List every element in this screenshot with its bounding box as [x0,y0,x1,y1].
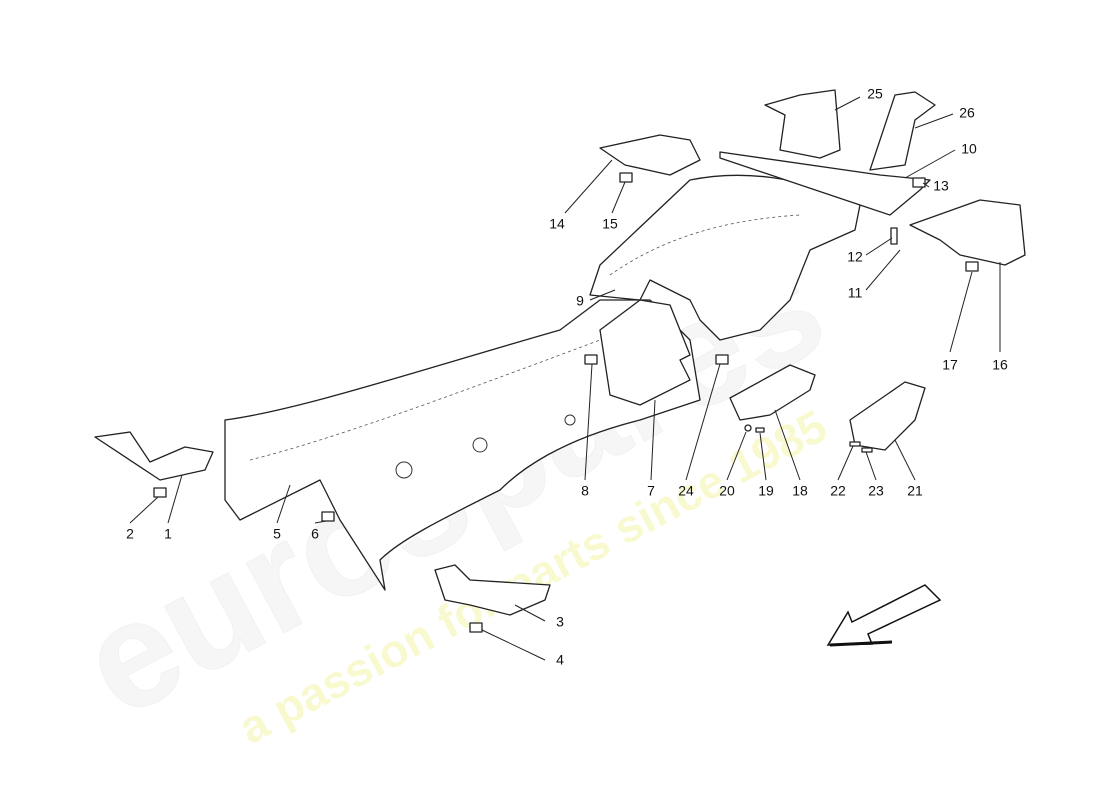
part-7 [599,299,691,406]
part-14 [599,134,701,176]
leader-lines [129,96,1001,661]
callout-20: 20 [719,483,735,499]
callout-13: 13 [933,178,949,194]
callout-24: 24 [678,483,694,499]
tunnel-heat-shield [224,299,701,591]
callout-19: 19 [758,483,774,499]
callout-7: 7 [647,483,655,499]
callout-1: 1 [164,526,172,542]
part-1 [94,431,214,481]
callout-10: 10 [961,141,977,157]
callout-26: 26 [959,105,975,121]
callout-9: 9 [576,293,584,309]
callout-14: 14 [549,216,565,232]
part-3 [434,564,551,616]
callout-25: 25 [867,86,883,102]
clips [153,172,979,633]
part-21 [849,381,926,451]
callout-12: 12 [847,249,863,265]
callout-labels: 1 2 3 4 5 6 7 8 9 10 11 12 13 14 15 16 1… [126,86,1008,668]
part-16 [909,199,1026,266]
callout-2: 2 [126,526,134,542]
callout-21: 21 [907,483,923,499]
part-26 [869,91,936,171]
callout-17: 17 [942,357,958,373]
callout-11: 11 [848,285,863,301]
part-18 [729,364,816,421]
callout-23: 23 [868,483,884,499]
callout-22: 22 [830,483,846,499]
callout-3: 3 [556,614,564,630]
callout-8: 8 [581,483,589,499]
callout-18: 18 [792,483,808,499]
callout-4: 4 [556,652,564,668]
part-25 [764,89,841,159]
callout-16: 16 [992,357,1008,373]
callout-15: 15 [602,216,618,232]
callout-5: 5 [273,526,281,542]
callout-6: 6 [311,526,319,542]
arrow-down-left-icon [826,584,942,646]
part-10 [719,151,931,216]
